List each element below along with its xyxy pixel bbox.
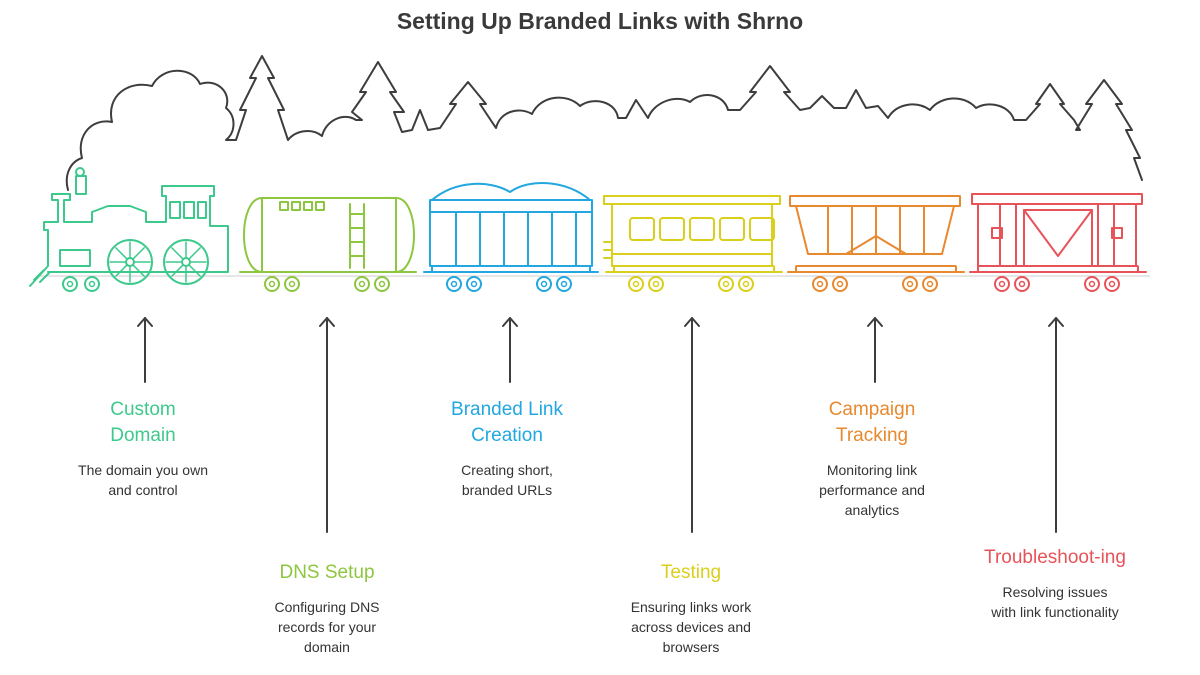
step-troubleshooting: Troubleshoot-ing Resolving issues with l… — [970, 545, 1140, 622]
step-title: Branded Link Creation — [451, 399, 563, 446]
locomotive — [29, 167, 229, 292]
step-branded-link-creation: Branded Link Creation Creating short, br… — [422, 397, 592, 500]
forest-scenery — [65, 55, 1143, 191]
step-description: Configuring DNS records for your domain — [274, 599, 380, 655]
step-arrow — [867, 317, 883, 383]
step-dns-setup: DNS Setup Configuring DNS records for yo… — [242, 560, 412, 657]
page-title: Setting Up Branded Links with Shrno — [396, 8, 804, 34]
step-arrow — [502, 317, 518, 383]
step-title: Custom Domain — [110, 399, 176, 446]
hopper-car — [787, 195, 965, 292]
passenger-car — [603, 195, 783, 292]
step-testing: Testing Ensuring links work across devic… — [606, 560, 776, 657]
step-campaign-tracking: Campaign Tracking Monitoring link perfor… — [787, 397, 957, 520]
step-arrow — [1048, 317, 1064, 533]
train-cars — [29, 167, 1147, 292]
step-description: The domain you own and control — [78, 462, 208, 498]
step-description: Resolving issues with link functionality — [991, 584, 1119, 620]
step-description: Creating short, branded URLs — [461, 462, 553, 498]
step-title: DNS Setup — [279, 562, 375, 583]
step-arrow — [684, 317, 700, 533]
step-title: Campaign Tracking — [828, 399, 916, 446]
step-description: Ensuring links work across devices and b… — [630, 599, 752, 655]
step-description: Monitoring link performance and analytic… — [819, 462, 925, 518]
step-title: Testing — [660, 562, 722, 583]
tank-car — [239, 197, 417, 292]
step-title: Troubleshoot-ing — [984, 547, 1126, 568]
box-car — [969, 193, 1147, 292]
step-custom-domain: Custom Domain The domain you own and con… — [58, 397, 228, 500]
step-arrow — [319, 317, 335, 533]
step-arrow — [137, 317, 153, 383]
coal-car — [423, 182, 599, 292]
step-arrows — [137, 317, 1064, 533]
